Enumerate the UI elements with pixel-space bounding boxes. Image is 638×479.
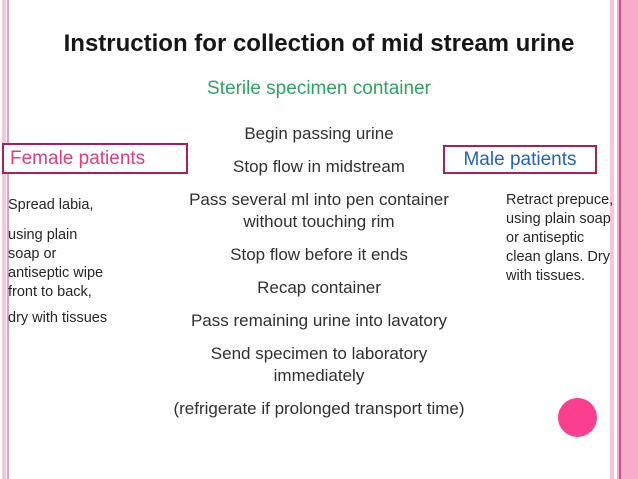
female-instructions: Spread labia, using plain soap or antise… xyxy=(8,196,148,328)
page-title: Instruction for collection of mid stream… xyxy=(63,30,575,57)
female-patients-box: Female patients xyxy=(2,143,188,174)
instruction-line: antiseptic wipe xyxy=(8,265,104,281)
instruction-line: with tissues. xyxy=(506,268,585,284)
left-edge-stripe xyxy=(2,0,6,479)
male-patients-label: Male patients xyxy=(463,149,577,170)
instruction-line: using plain xyxy=(8,227,78,243)
subtitle: Sterile specimen container xyxy=(207,78,431,99)
instruction-line: using plain soap xyxy=(506,211,611,227)
right-edge-line xyxy=(619,0,621,479)
left-edge-line xyxy=(7,0,9,479)
step-item: Begin passing urine xyxy=(244,124,394,143)
pink-circle-decoration xyxy=(558,398,597,437)
step-item: Stop flow before it ends xyxy=(230,245,408,264)
male-patients-box: Male patients xyxy=(443,145,597,174)
step-item: Pass several ml into pen container witho… xyxy=(189,190,449,231)
step-item: Send specimen to laboratory immediately xyxy=(210,344,428,385)
instruction-line: Retract prepuce, xyxy=(506,192,614,208)
right-edge-band xyxy=(617,0,638,479)
step-item: Recap container xyxy=(257,278,381,297)
instruction-line: clean glans. Dry xyxy=(506,249,610,265)
step-item: Stop flow in midstream xyxy=(233,157,405,176)
step-item: Pass remaining urine into lavatory xyxy=(190,311,448,330)
instruction-line: soap or xyxy=(8,246,57,262)
right-edge-stripe xyxy=(610,0,614,479)
step-item: (refrigerate if prolonged transport time… xyxy=(173,399,465,418)
instruction-line: dry with tissues xyxy=(8,310,108,326)
female-patients-label: Female patients xyxy=(10,148,146,169)
instruction-steps: Begin passing urine Stop flow in midstre… xyxy=(169,123,469,431)
male-instructions: Retract prepuce, using plain soap or ant… xyxy=(506,191,626,286)
instruction-line: Spread labia, xyxy=(8,197,94,213)
instruction-line: or antiseptic xyxy=(506,230,585,246)
instruction-line: front to back, xyxy=(8,284,92,300)
